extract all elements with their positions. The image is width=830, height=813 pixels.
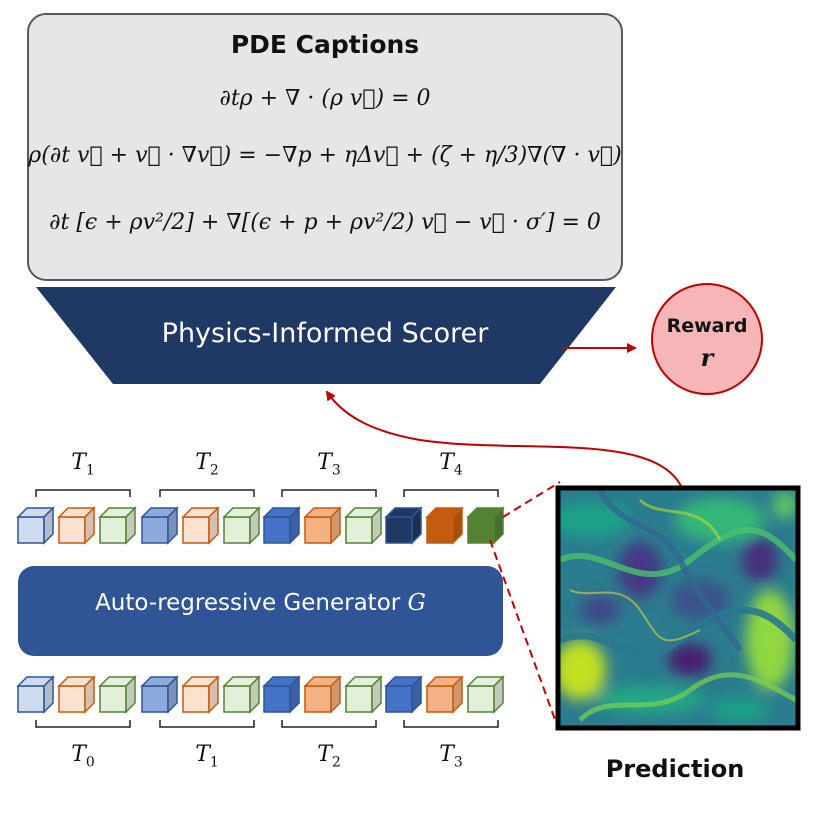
bottom-label-3-symbol: T: [439, 742, 454, 767]
bottom-bracket-0: [35, 720, 131, 728]
bottom-token-1-2: [222, 675, 261, 714]
top-label-3-subscript: 4: [453, 462, 463, 479]
bottom-token-2-2: [344, 675, 383, 714]
auto-regressive-generator: [18, 566, 503, 656]
bottom-label-0-symbol: T: [71, 742, 86, 767]
top-token-0-0: [16, 506, 55, 545]
top-token-1-1: [181, 506, 220, 545]
bottom-label-3: T3: [421, 742, 481, 770]
bottom-token-3-2: [466, 675, 505, 714]
equation-energy: ∂t [ϵ + ρv²/2] + ∇[(ϵ + p + ρv²/2) v⃗ − …: [49, 210, 601, 235]
top-token-2-2: [344, 506, 383, 545]
bottom-token-1-0: [140, 675, 179, 714]
top-label-2: T3: [299, 450, 359, 478]
top-token-3-1: [425, 506, 464, 545]
top-label-0-subscript: 1: [85, 462, 95, 479]
bottom-token-2-0: [262, 675, 301, 714]
top-token-1-0: [140, 506, 179, 545]
top-label-3-symbol: T: [439, 450, 454, 475]
top-token-2-1: [303, 506, 342, 545]
bottom-label-1-subscript: 1: [209, 754, 219, 771]
top-bracket-3: [403, 489, 499, 497]
bottom-token-1-1: [181, 675, 220, 714]
top-token-0-1: [57, 506, 96, 545]
zoom-line-bottom: [489, 539, 559, 729]
top-label-0: T1: [53, 450, 113, 478]
top-token-3-0: [384, 506, 423, 545]
reward-circle: [651, 283, 763, 395]
bottom-token-0-2: [98, 675, 137, 714]
bottom-bracket-1: [159, 720, 255, 728]
bottom-label-0-subscript: 0: [85, 754, 95, 771]
top-label-1-symbol: T: [195, 450, 210, 475]
bottom-token-2-1: [303, 675, 342, 714]
top-token-row: [16, 506, 505, 545]
top-label-3: T4: [421, 450, 481, 478]
bottom-token-0-0: [16, 675, 55, 714]
top-label-1-subscript: 2: [209, 462, 219, 479]
bottom-token-3-1: [425, 675, 464, 714]
top-label-2-subscript: 3: [331, 462, 341, 479]
prediction-image: [560, 490, 796, 726]
reward-symbol: r: [700, 343, 714, 372]
prediction-to-scorer-arrow: [325, 390, 683, 489]
equation-continuity: ∂tρ + ∇ · (ρ v⃗) = 0: [219, 86, 431, 111]
bottom-label-1-symbol: T: [195, 742, 210, 767]
generator-label: Auto-regressive Generator G: [18, 590, 503, 616]
top-label-0-symbol: T: [71, 450, 86, 475]
top-token-1-2: [222, 506, 261, 545]
physics-informed-scorer: [36, 287, 616, 384]
scorer-label: Physics-Informed Scorer: [161, 318, 489, 349]
bottom-token-0-1: [57, 675, 96, 714]
bottom-bracket-2: [281, 720, 377, 728]
top-label-1: T2: [177, 450, 237, 478]
top-token-2-0: [262, 506, 301, 545]
bottom-brackets: [35, 720, 499, 728]
bottom-label-0: T0: [53, 742, 113, 770]
generator-label-text: Auto-regressive Generator: [95, 590, 401, 616]
prediction-frame: [555, 485, 801, 731]
bottom-label-2: T2: [299, 742, 359, 770]
bottom-label-2-subscript: 2: [331, 754, 341, 771]
bottom-token-3-0: [384, 675, 423, 714]
equation-momentum: ρ(∂t v⃗ + v⃗ · ∇v⃗) = −∇p + ηΔv⃗ + (ζ + …: [28, 143, 622, 168]
generator-symbol: G: [407, 590, 426, 616]
bottom-token-row: [16, 675, 505, 714]
prediction-label: Prediction: [605, 755, 745, 783]
top-bracket-2: [281, 489, 377, 497]
bottom-label-3-subscript: 3: [453, 754, 463, 771]
bottom-label-2-symbol: T: [317, 742, 332, 767]
top-token-0-2: [98, 506, 137, 545]
top-bracket-0: [35, 489, 131, 497]
top-brackets: [35, 489, 499, 497]
bottom-bracket-3: [403, 720, 499, 728]
pde-captions-title: PDE Captions: [230, 30, 420, 59]
pde-captions-box: [27, 13, 623, 281]
top-token-3-2: [466, 506, 505, 545]
top-bracket-1: [159, 489, 255, 497]
reward-label: Reward: [666, 315, 748, 337]
bottom-label-1: T1: [177, 742, 237, 770]
top-label-2-symbol: T: [317, 450, 332, 475]
zoom-line-top: [502, 481, 561, 518]
